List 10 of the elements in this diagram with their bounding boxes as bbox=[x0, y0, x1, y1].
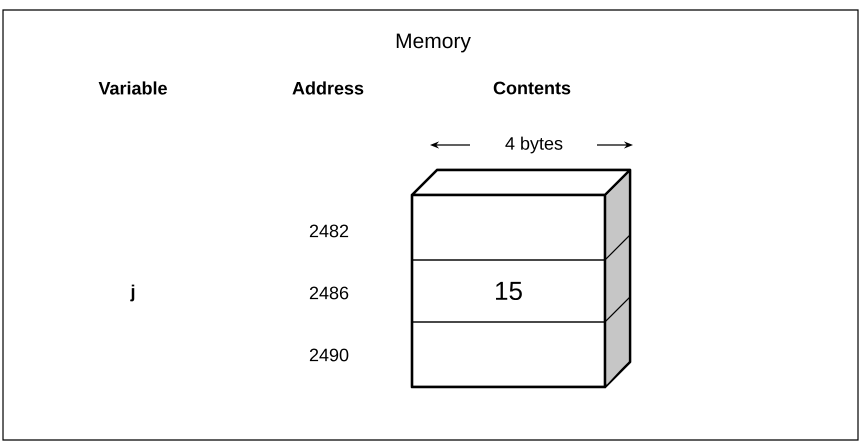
address-label: 2482 bbox=[310, 224, 348, 238]
column-header: Address bbox=[292, 81, 364, 95]
column-header: Variable bbox=[98, 81, 167, 95]
variable-name: j bbox=[130, 284, 134, 302]
dimension-label: 4 bytes bbox=[505, 136, 562, 154]
memory-cell: 15 bbox=[411, 259, 606, 323]
address-label: 2490 bbox=[310, 348, 348, 362]
title: Memory bbox=[396, 34, 471, 52]
column-header: Contents bbox=[494, 82, 570, 94]
address-label: 2486 bbox=[310, 286, 348, 300]
